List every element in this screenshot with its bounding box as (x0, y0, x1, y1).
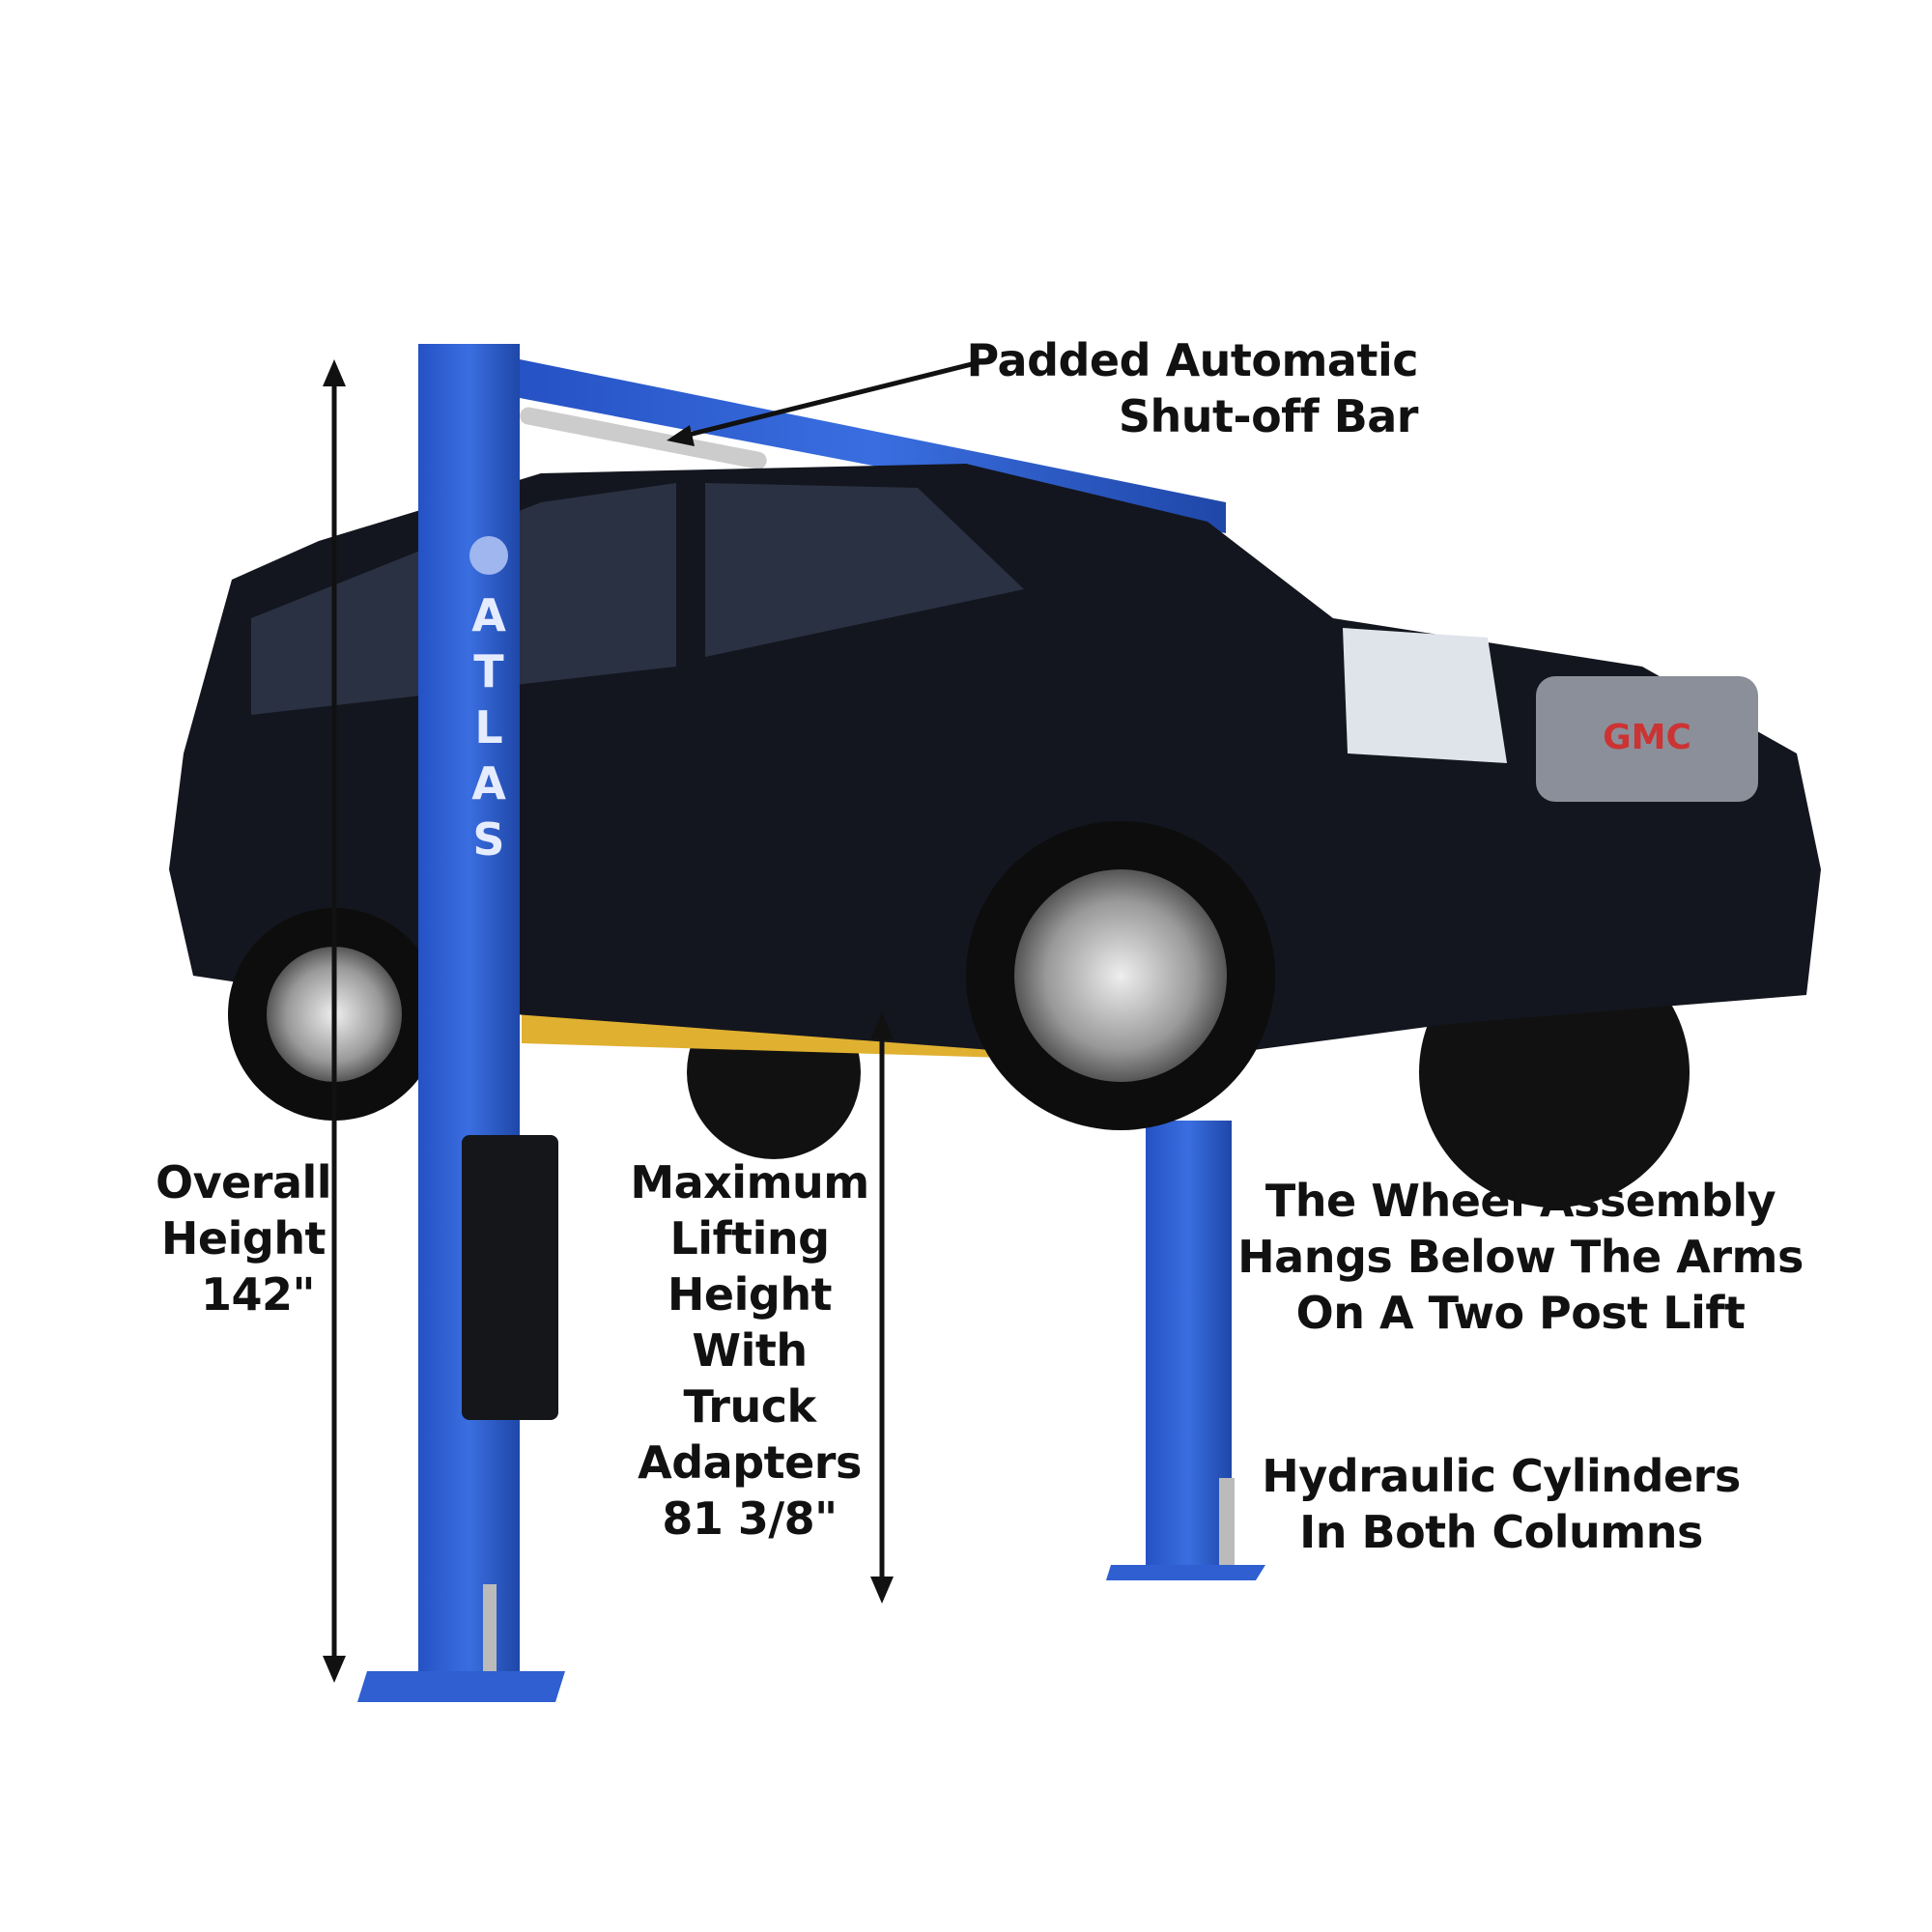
brand-logo (469, 536, 508, 575)
callout-line: With (692, 1324, 808, 1377)
max-lift-height-arrow (870, 1012, 894, 1604)
wheel-assembly-callout: The Wheel Assembly Hangs Below The Arms … (1237, 1173, 1804, 1341)
headlight (1343, 628, 1507, 763)
overall-height-callout: Overall Height 142" (155, 1154, 332, 1322)
hydraulic-callout: Hydraulic Cylinders In Both Columns (1262, 1448, 1741, 1560)
car-badge: GMC (1603, 718, 1691, 757)
callout-line: Truck (683, 1380, 816, 1433)
left-post (418, 344, 520, 1677)
left-cylinder (483, 1584, 497, 1671)
front-near-rim (1014, 869, 1227, 1082)
callout-line: 81 3/8" (662, 1492, 838, 1545)
callout-line: Shut-off Bar (1118, 390, 1419, 442)
callout-line: Adapters (638, 1436, 862, 1489)
max-lift-height-callout: Maximum Lifting Height With Truck Adapte… (630, 1154, 869, 1547)
callout-line: Padded Automatic (966, 334, 1419, 386)
overall-height-arrow (323, 359, 346, 1683)
callout-line: On A Two Post Lift (1295, 1287, 1746, 1339)
right-post (1146, 1121, 1232, 1565)
right-base-plate (1106, 1565, 1265, 1580)
callout-line: In Both Columns (1299, 1506, 1703, 1558)
callout-line: Height (160, 1212, 327, 1264)
callout-line: Hydraulic Cylinders (1262, 1450, 1741, 1502)
atlas-brand-text: ATLAS (463, 589, 515, 869)
power-unit (462, 1135, 558, 1420)
grille (1536, 676, 1758, 802)
shutoff-bar (520, 407, 767, 469)
left-base-plate (357, 1671, 565, 1702)
shutoff-bar-callout: Padded Automatic Shut-off Bar (869, 332, 1419, 444)
callout-line: Maximum (630, 1156, 869, 1208)
callout-line: 142" (201, 1268, 316, 1321)
right-cylinder (1219, 1478, 1235, 1565)
callout-line: Overall (155, 1156, 332, 1208)
callout-line: Height (667, 1268, 833, 1321)
shutoff-bar-pointer-arrow (667, 356, 992, 446)
callout-line: The Wheel Assembly (1264, 1175, 1776, 1227)
callout-line: Lifting (669, 1212, 830, 1264)
callout-line: Hangs Below The Arms (1237, 1231, 1804, 1283)
